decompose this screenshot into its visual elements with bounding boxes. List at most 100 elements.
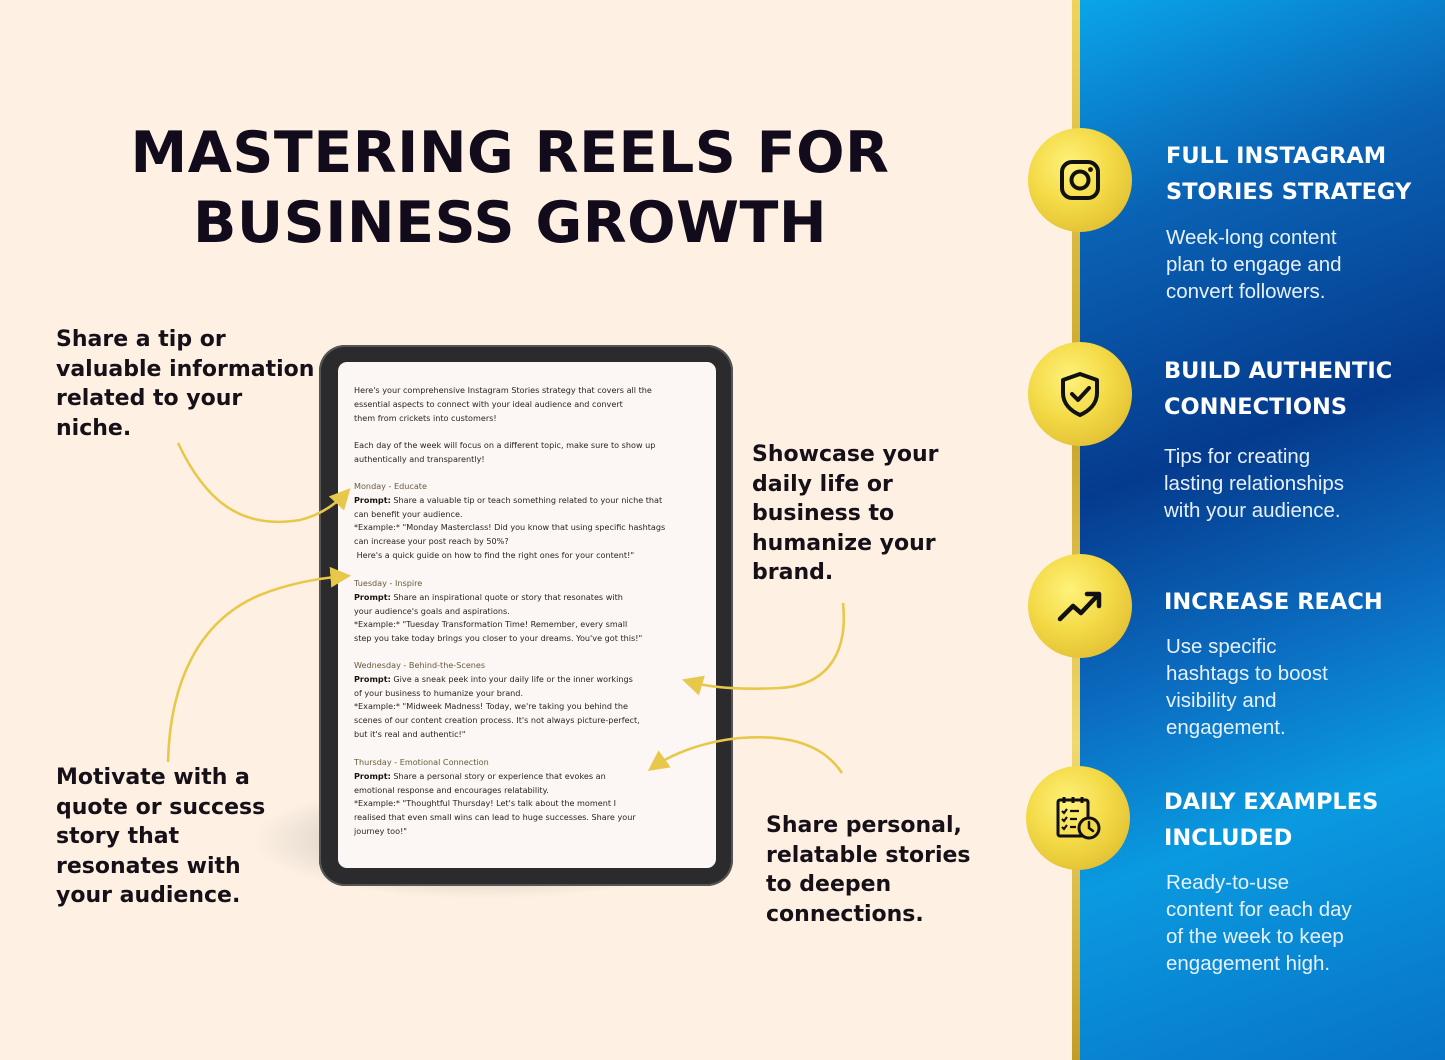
screen-line: *Example:* "Tuesday Transformation Time!… — [354, 619, 628, 630]
screen-line: authentically and transparently! — [354, 453, 485, 464]
callout-tip: Share a tip or valuable information rela… — [56, 325, 314, 443]
features-panel — [1072, 0, 1445, 1060]
feature-heading: FULL INSTAGRAM STORIES STRATEGY — [1166, 138, 1411, 210]
screen-line: *Example:* "Midweek Madness! Today, we'r… — [354, 701, 628, 712]
day-thursday: Thursday - Emotional Connection Prompt: … — [354, 756, 716, 839]
day-heading: Monday - Educate — [354, 481, 427, 491]
screen-line: Here's your comprehensive Instagram Stor… — [354, 385, 652, 395]
screen-line: Share a personal story or experience tha… — [393, 770, 606, 781]
tablet-device: Here's your comprehensive Instagram Stor… — [319, 345, 733, 886]
arrow-motivate — [166, 566, 352, 763]
feature-heading-line: BUILD AUTHENTIC — [1164, 358, 1393, 384]
callout-line: to deepen — [766, 872, 892, 897]
callout-line: humanize your — [752, 530, 936, 556]
shield-check-icon — [1028, 342, 1132, 446]
screen-intro: Here's your comprehensive Instagram Stor… — [354, 384, 716, 425]
screen-line: emotional response and encourages relata… — [354, 784, 549, 795]
feature-heading-line: DAILY EXAMPLES — [1164, 789, 1379, 815]
screen-line: realised that even small wins can lead t… — [354, 812, 636, 823]
feature-body-line: with your audience. — [1164, 499, 1341, 522]
feature-body-line: hashtags to boost — [1166, 662, 1328, 685]
callout-arrows — [166, 442, 846, 774]
callout-line: your audience. — [56, 883, 241, 908]
prompt-label: Prompt: — [354, 770, 391, 781]
callout-line: Share a tip or — [56, 327, 226, 352]
callout-line: Showcase your — [752, 442, 939, 467]
callout-line: valuable information — [56, 356, 315, 382]
feature-heading: BUILD AUTHENTIC CONNECTIONS — [1164, 353, 1392, 425]
page-title: MASTERING REELS FOR BUSINESS GROWTH — [60, 118, 960, 258]
feature-heading-line: INCLUDED — [1164, 825, 1293, 851]
feature-heading: DAILY EXAMPLES INCLUDED — [1164, 784, 1378, 856]
screen-line: scenes of our content creation process. … — [354, 715, 640, 726]
day-tuesday: Tuesday - Inspire Prompt: Share an inspi… — [354, 577, 716, 646]
feature-heading-line: INCREASE REACH — [1164, 589, 1383, 615]
callout-line: Share personal, — [766, 813, 962, 838]
gold-divider — [1072, 0, 1080, 1060]
feature-body-line: Week-long content — [1166, 226, 1337, 249]
day-heading: Tuesday - Inspire — [354, 578, 423, 588]
day-monday: Monday - Educate Prompt: Share a valuabl… — [354, 480, 716, 563]
callout-line: related to your — [56, 386, 243, 411]
feature-body-line: content for each day — [1166, 898, 1352, 921]
screen-line: of your business to humanize your brand. — [354, 687, 524, 698]
callout-line: niche. — [56, 415, 132, 441]
prompt-label: Prompt: — [354, 591, 391, 602]
callout-showcase: Showcase your daily life or business to … — [752, 440, 938, 588]
feature-body-line: Ready-to-use — [1166, 871, 1290, 894]
callout-motivate: Motivate with a quote or success story t… — [56, 763, 265, 911]
callout-line: business to — [752, 501, 895, 526]
title-line-1: MASTERING REELS FOR — [130, 120, 890, 186]
prompt-label: Prompt: — [354, 494, 391, 505]
callout-line: brand. — [752, 560, 834, 585]
feature-description: Use specific hashtags to boost visibilit… — [1166, 633, 1328, 741]
feature-description: Ready-to-use content for each day of the… — [1166, 869, 1352, 977]
feature-heading-line: CONNECTIONS — [1164, 394, 1348, 420]
screen-line: step you take today brings you closer to… — [354, 633, 643, 644]
day-heading: Wednesday - Behind-the-Scenes — [354, 660, 486, 670]
callout-line: Motivate with a — [56, 765, 250, 790]
screen-line: essential aspects to connect with your i… — [354, 398, 623, 409]
callout-line: story that — [56, 824, 180, 849]
feature-description: Tips for creating lasting relationships … — [1164, 443, 1344, 524]
screen-line: Here's a quick guide on how to find the … — [354, 549, 635, 560]
feature-body-line: Use specific — [1166, 635, 1277, 658]
feature-body-line: Tips for creating — [1164, 445, 1311, 468]
feature-body-line: of the week to keep — [1166, 925, 1344, 948]
feature-body-line: visibility and — [1166, 689, 1277, 712]
screen-line: *Example:* "Monday Masterclass! Did you … — [354, 522, 666, 533]
arrow-personal — [647, 735, 844, 774]
feature-body-line: engagement. — [1166, 716, 1286, 739]
callout-line: daily life or — [752, 471, 893, 497]
screen-line: your audience's goals and aspirations. — [354, 605, 510, 616]
day-wednesday: Wednesday - Behind-the-Scenes Prompt: Gi… — [354, 659, 716, 742]
feature-heading-line: FULL INSTAGRAM — [1166, 143, 1387, 169]
screen-line: them from crickets into customers! — [354, 412, 497, 423]
arrow-tip — [176, 442, 351, 524]
feature-body-line: plan to engage and — [1166, 253, 1342, 276]
screen-line: Share a valuable tip or teach something … — [393, 494, 663, 505]
prompt-label: Prompt: — [354, 673, 391, 684]
feature-heading: INCREASE REACH — [1164, 584, 1383, 620]
arrow-showcase — [682, 602, 846, 696]
instagram-icon — [1028, 128, 1132, 232]
feature-heading-line: STORIES STRATEGY — [1166, 179, 1412, 205]
screen-line: Each day of the week will focus on a dif… — [354, 440, 656, 450]
screen-line: journey too!" — [354, 825, 408, 836]
screen-line: *Example:* "Thoughtful Thursday! Let's t… — [354, 798, 616, 809]
screen-line: Share an inspirational quote or story th… — [393, 591, 623, 602]
title-line-2: BUSINESS GROWTH — [192, 190, 828, 256]
screen-line: but it's real and authentic!" — [354, 728, 466, 739]
day-heading: Thursday - Emotional Connection — [354, 757, 489, 767]
screen-line: can increase your post reach by 50%? — [354, 536, 509, 547]
feature-description: Week-long content plan to engage and con… — [1166, 224, 1342, 305]
screen-focus: Each day of the week will focus on a dif… — [354, 439, 716, 467]
trend-up-icon — [1028, 554, 1132, 658]
feature-body-line: engagement high. — [1166, 952, 1331, 975]
calendar-clock-icon — [1026, 766, 1130, 870]
callout-line: quote or success — [56, 794, 266, 820]
screen-line: Give a sneak peek into your daily life o… — [393, 673, 633, 684]
tablet-screen: Here's your comprehensive Instagram Stor… — [338, 362, 716, 868]
callout-line: connections. — [766, 901, 924, 927]
callout-line: resonates with — [56, 853, 241, 879]
